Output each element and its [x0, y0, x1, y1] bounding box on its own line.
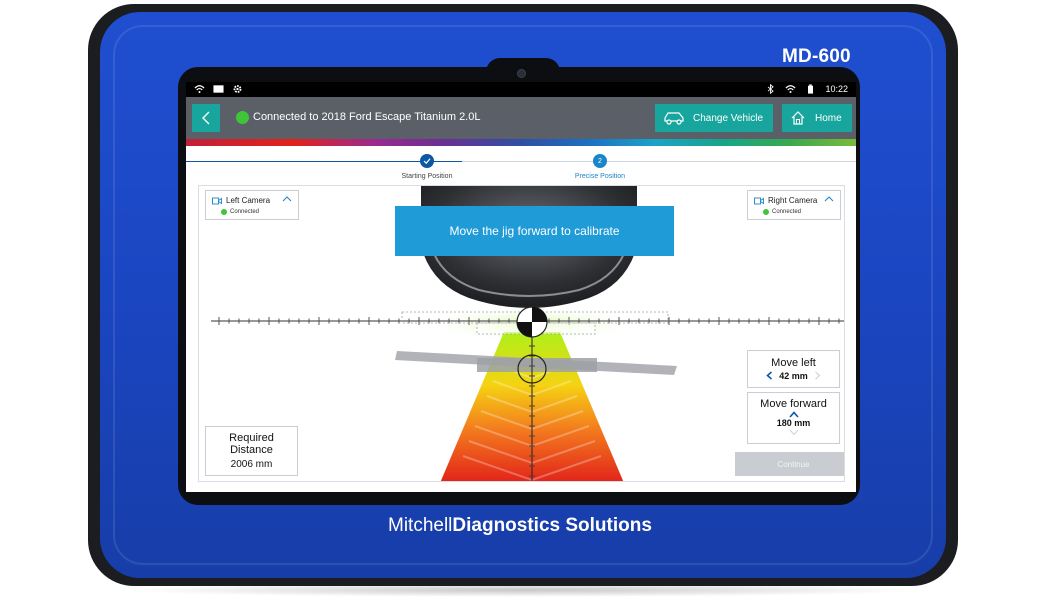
jig-center-marker — [517, 354, 547, 384]
video-camera-icon — [754, 197, 764, 205]
change-vehicle-label: Change Vehicle — [693, 112, 764, 124]
arrow-left-icon — [766, 371, 773, 380]
left-camera-card[interactable]: Left Camera Connected — [205, 190, 299, 220]
vertical-ruler-ticks — [529, 335, 535, 477]
chevron-left-icon — [202, 111, 210, 125]
required-distance-label-line2: Distance — [230, 444, 273, 456]
step-2-label[interactable]: Precise Position — [574, 173, 626, 180]
brand-part1: Mitchell — [388, 515, 453, 536]
move-left-label: Move left — [771, 357, 816, 369]
calibration-view: Left Camera Connected Right Camera Conne… — [198, 185, 845, 482]
connection-status-text: Connected to 2018 Ford Escape Titanium 2… — [253, 111, 481, 123]
required-distance-panel: Required Distance 2006 mm — [205, 426, 298, 476]
left-camera-name: Left Camera — [226, 196, 271, 205]
video-camera-icon — [212, 197, 222, 205]
right-camera-card[interactable]: Right Camera Connected — [747, 190, 841, 220]
step-2-active-indicator[interactable]: 2 — [593, 154, 607, 168]
device-brand-logo: MitchellDiagnostics Solutions — [388, 515, 652, 537]
required-distance-label-line1: Required — [229, 432, 274, 444]
move-left-value: 42 mm — [779, 371, 808, 381]
device-model-label: MD-600 — [782, 46, 851, 67]
change-vehicle-button[interactable]: Change Vehicle — [655, 104, 773, 132]
image-icon — [213, 85, 224, 93]
calibration-jig-graphic — [395, 351, 677, 375]
settings-gear-icon — [233, 85, 242, 93]
wifi-signal-icon — [785, 85, 796, 94]
car-icon — [664, 112, 684, 125]
right-camera-name: Right Camera — [768, 196, 818, 205]
app-screen: 10:22 Connected to 2018 Ford Escape Tita… — [186, 82, 856, 492]
app-header: Connected to 2018 Ford Escape Titanium 2… — [186, 97, 856, 139]
back-button[interactable] — [192, 104, 220, 132]
move-forward-label: Move forward — [760, 398, 827, 410]
device-shell-bevel — [113, 25, 933, 565]
chevron-up-icon[interactable] — [824, 195, 834, 203]
move-forward-value: 180 mm — [776, 418, 811, 428]
move-forward-panel: Move forward 180 mm — [747, 392, 840, 444]
required-distance-value: 2006 mm — [230, 459, 273, 470]
checkmark-icon — [423, 158, 431, 165]
clock-time: 10:22 — [825, 84, 848, 94]
bluetooth-icon — [768, 84, 775, 94]
brand-color-stripe — [186, 139, 856, 146]
device-shadow — [120, 583, 926, 597]
brand-part2: Diagnostics Solutions — [452, 515, 652, 536]
arrow-up-icon — [788, 411, 799, 418]
right-camera-status: Connected — [772, 209, 802, 215]
home-icon — [791, 111, 805, 125]
right-camera-status-dot — [763, 209, 769, 215]
instruction-banner: Move the jig forward to calibrate — [395, 206, 674, 256]
arrow-right-icon — [815, 371, 821, 380]
continue-button[interactable]: Continue — [735, 452, 844, 476]
chevron-up-icon[interactable] — [282, 195, 292, 203]
status-bar: 10:22 — [186, 82, 856, 97]
home-button[interactable]: Home — [782, 104, 852, 132]
arrow-down-icon — [789, 429, 798, 436]
stepper-track-line — [462, 161, 856, 162]
front-camera-icon — [517, 69, 526, 78]
left-camera-status-dot — [221, 209, 227, 215]
connection-status-dot — [236, 111, 249, 124]
left-camera-status: Connected — [230, 209, 260, 215]
target-crosshair-icon — [516, 306, 548, 338]
step-1-label[interactable]: Starting Position — [401, 173, 453, 180]
step-1-complete-indicator[interactable] — [420, 154, 434, 168]
move-left-panel: Move left 42 mm — [747, 350, 840, 388]
battery-icon — [808, 84, 814, 94]
stepper-progress-line — [186, 161, 462, 162]
home-label: Home — [815, 112, 842, 124]
wifi-icon — [194, 85, 205, 94]
